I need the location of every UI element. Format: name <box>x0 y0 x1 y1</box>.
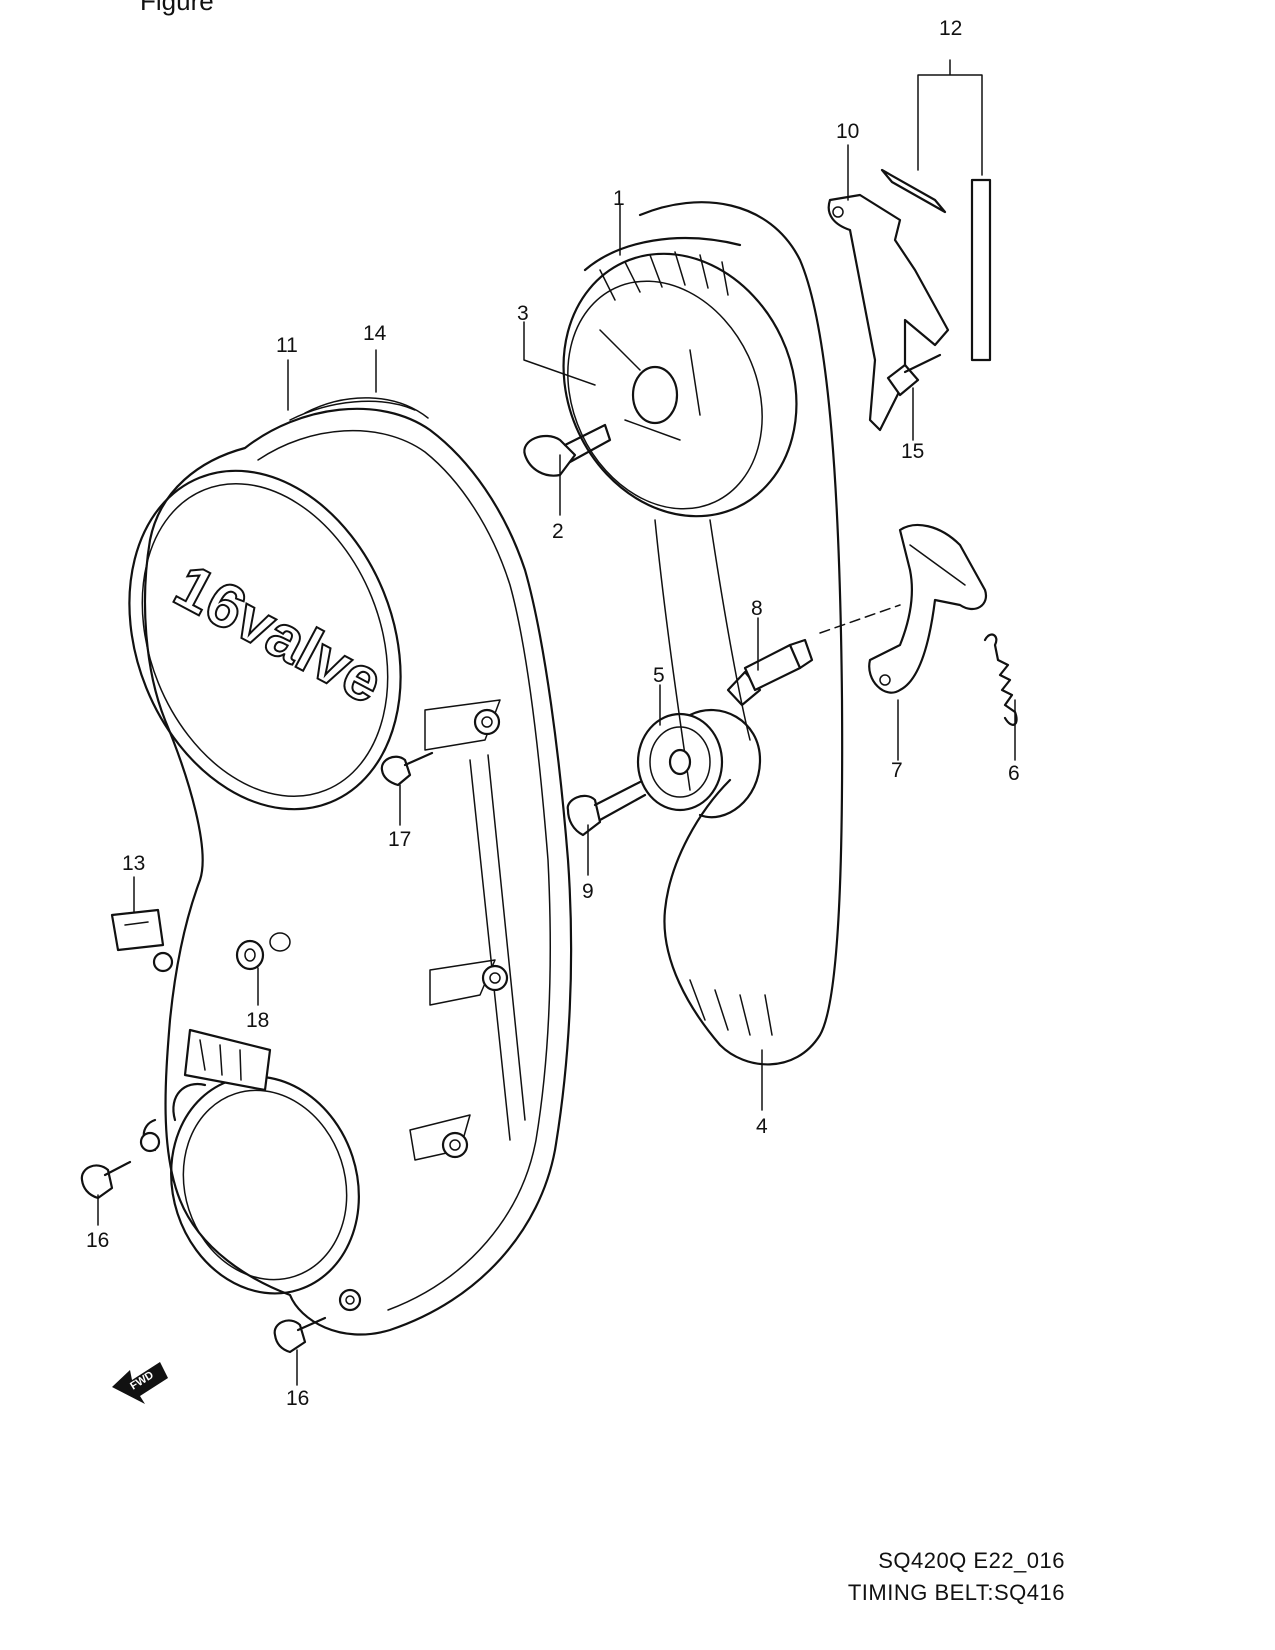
cover-bolt-17 <box>380 751 434 787</box>
callout-4: 4 <box>756 1115 768 1138</box>
callout-13: 13 <box>122 852 145 875</box>
callout-8: 8 <box>751 597 763 620</box>
diagram-code: SQ420Q E22_016 <box>878 1548 1065 1573</box>
callout-3: 3 <box>517 302 529 325</box>
callout-9: 9 <box>582 880 594 903</box>
timing-belt <box>638 201 844 1066</box>
callout-7: 7 <box>891 759 903 782</box>
camshaft-pulley <box>562 237 798 518</box>
callout-2: 2 <box>552 520 564 543</box>
callout-5: 5 <box>653 664 665 687</box>
pulley-bolt <box>523 423 612 477</box>
callout-18: 18 <box>246 1009 269 1032</box>
callout-11: 11 <box>276 334 298 357</box>
callout-15: 15 <box>901 440 924 463</box>
cover-logo-text: 16valve <box>163 551 393 717</box>
tensioner-spring <box>983 633 1018 726</box>
header-fragment: Figure <box>140 0 214 16</box>
leader-lines <box>97 144 1016 1386</box>
callout-numbers: 1 2 3 4 5 6 7 8 9 10 11 12 13 14 15 16 1… <box>86 17 1020 1410</box>
callout-10: 10 <box>836 120 859 143</box>
dowel-pins <box>880 59 992 362</box>
callout-17: 17 <box>388 828 411 851</box>
tensioner-stud <box>726 638 814 707</box>
cover-bracket <box>827 193 950 432</box>
tensioner-bolt <box>566 780 647 837</box>
fwd-arrow-icon: FWD <box>112 1362 168 1404</box>
tensioner-pulley <box>636 709 762 819</box>
callout-14: 14 <box>363 322 387 345</box>
callout-6: 6 <box>1008 762 1020 785</box>
cover-bolt-16-lower <box>273 1316 327 1354</box>
grommet-18 <box>235 932 291 971</box>
timing-belt-cover: 16valve <box>128 397 573 1336</box>
callout-16b: 16 <box>286 1387 309 1410</box>
callout-12: 12 <box>939 17 962 40</box>
callout-16a: 16 <box>86 1229 109 1252</box>
clip-13 <box>110 908 165 952</box>
callout-1: 1 <box>613 187 625 210</box>
bracket-bolt <box>886 353 942 397</box>
cover-bolt-16-upper <box>80 1160 132 1200</box>
tensioner-plate <box>868 523 988 694</box>
diagram-title: TIMING BELT:SQ416 <box>847 1580 1065 1605</box>
